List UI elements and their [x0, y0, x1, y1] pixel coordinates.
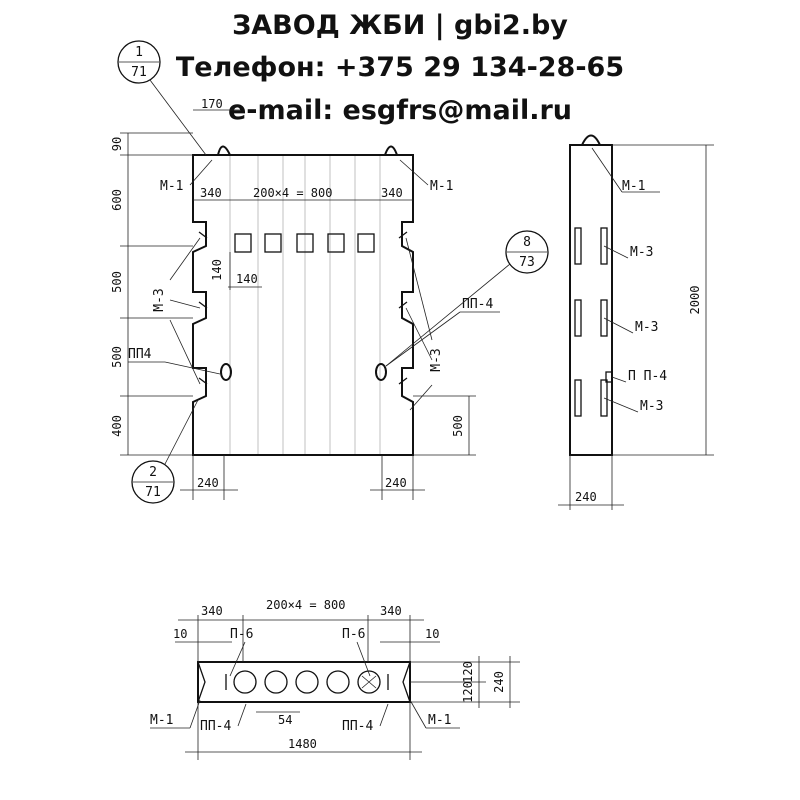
dim-left-500a: 500 — [110, 271, 124, 293]
mount-loop-left — [220, 363, 232, 381]
plan-hole-1 — [233, 670, 257, 694]
dim-slots-right: 340 — [381, 186, 403, 200]
plan-dim-mid: 200×4 = 800 — [266, 598, 345, 612]
plan-hole-5 — [357, 670, 381, 694]
plan-label-m1-right: М-1 — [428, 713, 451, 728]
side-label-m3-a: М-3 — [630, 245, 653, 260]
plan-dim-120-bottom: 120 — [461, 681, 475, 703]
label-pp4-left: ПП4 — [128, 347, 152, 362]
header-phone: Телефон: +375 29 134-28-65 — [175, 52, 625, 83]
plan-dim-120-top: 120 — [461, 661, 475, 683]
plan-dim-10-left: 10 — [173, 627, 187, 641]
callout-2-71: 2 71 — [131, 399, 199, 504]
label-m3-right: М-3 — [429, 348, 444, 371]
dim-top-170: 170 — [201, 97, 223, 111]
dim-bottom-left-240: 240 — [197, 476, 219, 490]
dim-slots-mid: 200×4 = 800 — [253, 186, 332, 200]
svg-text:73: 73 — [519, 255, 535, 270]
plan-hole-4 — [326, 670, 350, 694]
plan-label-m1-left: М-1 — [150, 713, 173, 728]
label-m1-left: М-1 — [160, 179, 183, 194]
svg-text:8: 8 — [523, 235, 531, 250]
plan-label-pp4-right: ПП-4 — [342, 719, 373, 734]
dim-slots-left: 340 — [200, 186, 222, 200]
side-label-pp4: П П-4 — [628, 369, 667, 384]
svg-text:1: 1 — [135, 45, 143, 60]
plan-dim-54: 54 — [278, 713, 292, 727]
header-email: e-mail: esgfrs@mail.ru — [227, 95, 573, 126]
mount-loop-right — [375, 363, 387, 381]
plan-hole-2 — [264, 670, 288, 694]
dim-left-90: 90 — [110, 137, 124, 151]
callout-8-73: 8 73 — [385, 230, 549, 367]
dim-left-500b: 500 — [110, 346, 124, 368]
lifting-loop-left — [217, 145, 231, 156]
side-outline — [569, 144, 613, 456]
label-m3-left: М-3 — [152, 288, 167, 311]
surface-texture — [229, 155, 381, 455]
label-m1-right: М-1 — [430, 179, 453, 194]
dim-140-horizontal: 140 — [236, 272, 258, 286]
dim-bottom-right-240: 240 — [385, 476, 407, 490]
dim-left-600: 600 — [110, 189, 124, 211]
dim-side-bottom: 240 — [575, 490, 597, 504]
side-label-m3-c: М-3 — [640, 399, 663, 414]
side-lifting-loop — [581, 134, 601, 146]
plan-outline — [197, 661, 411, 703]
plan-dim-total: 1480 — [288, 737, 317, 751]
plan-hole-3 — [295, 670, 319, 694]
dim-left-400: 400 — [110, 415, 124, 437]
side-label-m1: М-1 — [622, 179, 645, 194]
plan-label-p6-right: П-6 — [342, 627, 365, 642]
openings-row — [234, 233, 375, 253]
header-company: ЗАВОД ЖБИ | gbi2.by — [232, 10, 568, 41]
dim-140-vertical: 140 — [210, 259, 224, 281]
side-view: 2000 240 М-1 М-3 М-3 П П-4 М-3 — [558, 134, 714, 510]
plan-label-p6-left: П-6 — [230, 627, 253, 642]
dim-right-500: 500 — [451, 415, 465, 437]
svg-text:71: 71 — [145, 485, 161, 500]
plan-dim-240: 240 — [492, 671, 506, 693]
svg-text:71: 71 — [131, 65, 147, 80]
plan-label-pp4-left: ПП-4 — [200, 719, 231, 734]
dim-side-height: 2000 — [688, 286, 702, 315]
plan-dim-right-340: 340 — [380, 604, 402, 618]
label-pp4-right: ПП-4 — [462, 297, 493, 312]
callout-1-71: 1 71 — [117, 40, 207, 156]
lifting-loop-right — [384, 145, 398, 156]
plan-dim-10-right: 10 — [425, 627, 439, 641]
svg-text:2: 2 — [149, 465, 157, 480]
plan-view: 340 200×4 = 800 340 10 10 П-6 П-6 120 12… — [150, 598, 520, 760]
front-view: 90 600 500 500 400 170 340 200×4 = 800 3… — [110, 40, 549, 504]
plan-dim-left-340: 340 — [201, 604, 223, 618]
side-label-m3-b: М-3 — [635, 320, 658, 335]
